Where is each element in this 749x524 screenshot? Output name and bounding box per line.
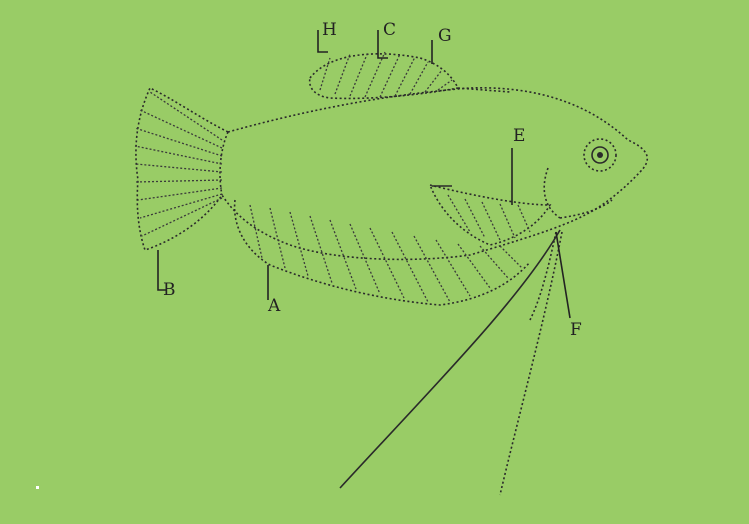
label-a: A	[268, 298, 280, 315]
corner-dot	[36, 486, 39, 489]
label-g: G	[438, 28, 452, 45]
fish-eye	[584, 139, 616, 171]
pectoral-fin	[430, 185, 550, 245]
pelvic-filaments	[340, 230, 562, 495]
gill-cover	[544, 168, 560, 218]
label-b: B	[163, 282, 176, 299]
tail-fin	[135, 88, 228, 250]
label-c: C	[383, 22, 396, 39]
label-f: F	[570, 322, 582, 339]
dorsal-fin	[310, 52, 510, 98]
jaw-line	[560, 200, 612, 218]
anal-fin	[235, 200, 530, 305]
label-h: H	[322, 22, 337, 39]
fish-body	[220, 88, 647, 260]
leader-lines	[158, 30, 570, 318]
label-e: E	[513, 128, 525, 145]
